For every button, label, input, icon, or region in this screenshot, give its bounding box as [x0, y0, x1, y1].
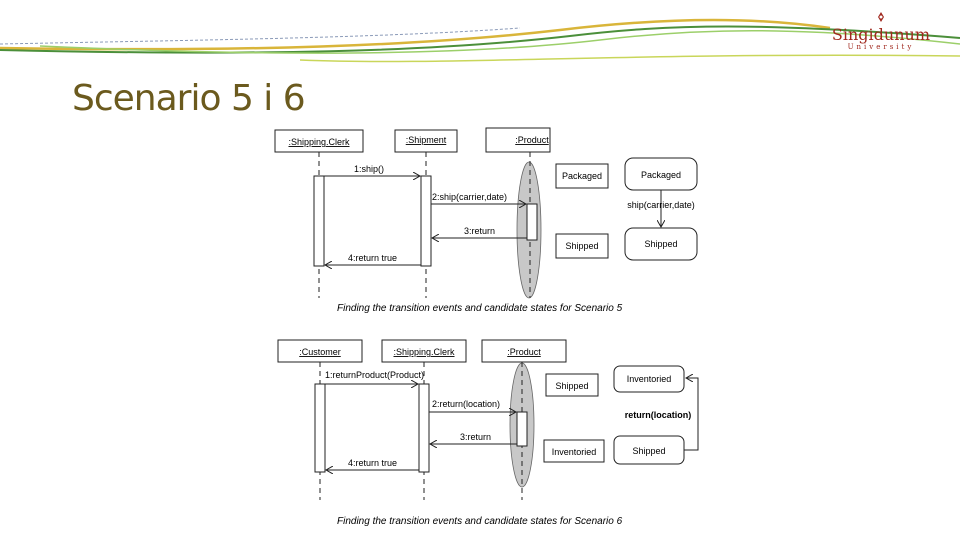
s6-message-3-label: 3:return — [460, 432, 491, 442]
s6-state-label-1: Shipped — [555, 381, 588, 391]
s6-message-4-label: 4:return true — [348, 458, 397, 468]
s6-lifeline-label-clerk: :Shipping.Clerk — [393, 347, 455, 357]
s6-activation-customer — [315, 384, 325, 472]
s6-activation-clerk — [419, 384, 429, 472]
s6-lifeline-label-customer: :Customer — [299, 347, 341, 357]
s6-statechart-label-from: Shipped — [632, 446, 665, 456]
s6-message-1-label: 1:returnProduct(Product) — [325, 370, 424, 380]
s6-activation-product — [517, 412, 527, 446]
s6-statechart-label-to: Inventoried — [627, 374, 672, 384]
s6-lifeline-label-product: :Product — [507, 347, 541, 357]
s6-state-label-2: Inventoried — [552, 447, 597, 457]
s6-statechart-event: return(location) — [625, 410, 692, 420]
s6-caption: Finding the transition events and candid… — [337, 516, 623, 527]
s6-message-2-label: 2:return(location) — [432, 399, 500, 409]
